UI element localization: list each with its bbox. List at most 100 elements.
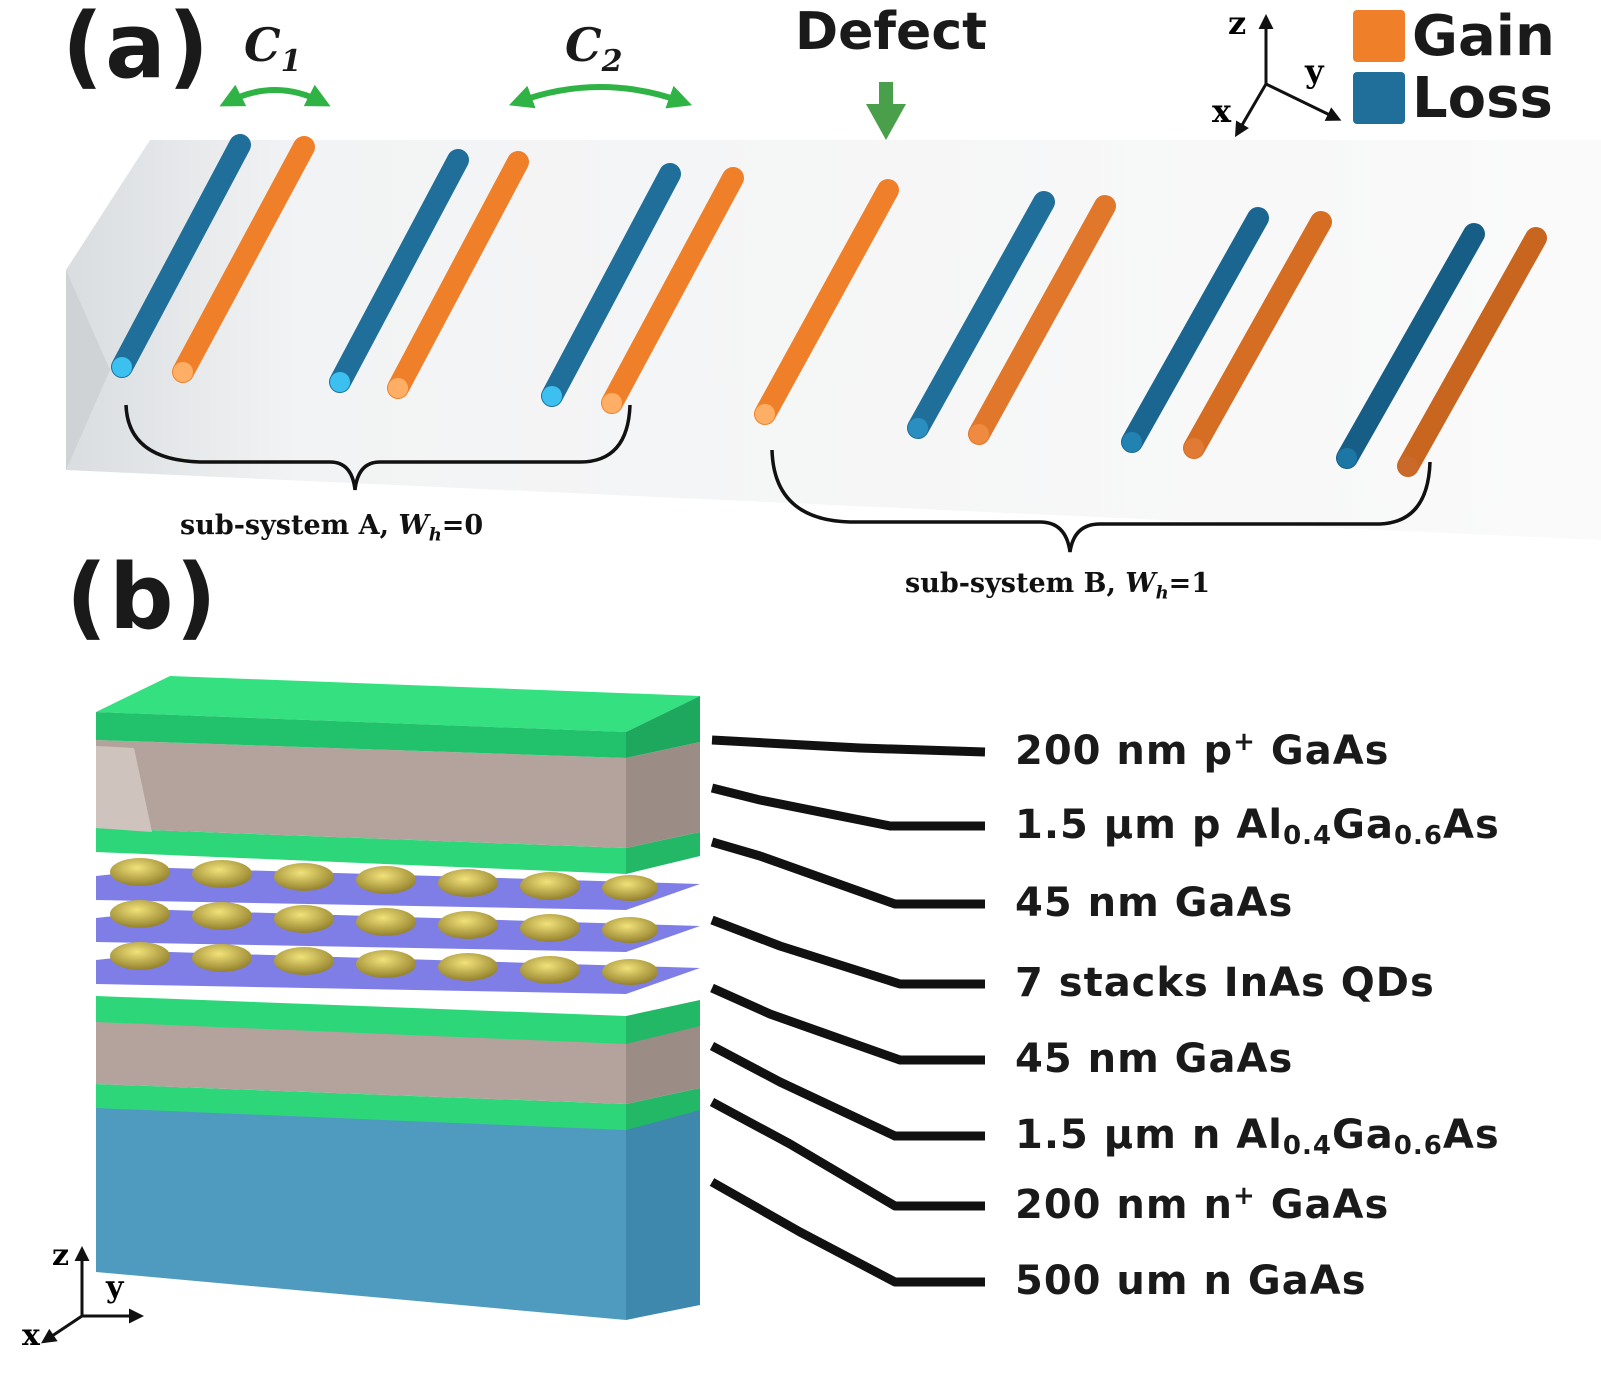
layer-label-sub: 0.6 — [1393, 821, 1444, 851]
layer-label-gaas-upper: 45 nm GaAs — [1015, 880, 1293, 926]
quantum-dot — [438, 869, 498, 897]
quantum-dots — [110, 858, 658, 985]
quantum-dot — [110, 858, 170, 886]
layer-label-text: 45 nm GaAs — [1015, 1036, 1294, 1082]
subsystem-a-value: =0 — [441, 510, 484, 541]
quantum-dot — [520, 872, 580, 900]
subsystem-a-prefix: sub-system A, — [180, 510, 399, 541]
coupling-c2-label: C2 — [565, 18, 623, 79]
subsystem-b-sub: h — [1155, 582, 1169, 604]
coupling-c2-symbol: C — [565, 18, 602, 72]
rod-cap — [542, 386, 562, 406]
axis-triad-b — [41, 1246, 144, 1344]
quantum-dot — [356, 866, 416, 894]
subsystem-a-sub: h — [428, 524, 442, 546]
panel-a-label: (a) — [62, 0, 211, 99]
rod-loss — [907, 191, 1055, 439]
rod-gain — [1397, 227, 1547, 477]
layer-label-text: 1.5 µm p Al — [1015, 802, 1284, 848]
quantum-dot — [192, 860, 252, 888]
rod-cap — [1398, 456, 1418, 476]
axis-a-x-label: x — [1212, 92, 1232, 130]
subsystem-a-var: W — [398, 510, 429, 541]
layer-label-text: 7 stacks InAs QDs — [1015, 960, 1435, 1006]
layer-label-text: 200 nm n — [1015, 1182, 1233, 1228]
layer-p-plus-gaas-top — [96, 676, 700, 732]
quantum-dot — [602, 959, 658, 985]
leader-line — [710, 915, 985, 989]
leader-line — [710, 837, 985, 909]
quantum-dot — [438, 953, 498, 981]
subsystem-b-prefix: sub-system B, — [905, 568, 1126, 599]
leader-line — [709, 1178, 985, 1287]
rod-cap — [908, 418, 928, 438]
layer-label-text: 45 nm GaAs — [1015, 880, 1294, 926]
subsystem-a-label: sub-system A, Wh=0 — [180, 510, 483, 545]
layer-gaas-upper — [96, 828, 626, 874]
rods-subsystem-b — [907, 191, 1547, 477]
quantum-dot — [602, 875, 658, 901]
layer-p-algaas — [96, 740, 626, 848]
coupling-c2-arrow — [508, 84, 693, 109]
layer-label-text: 200 nm p — [1015, 728, 1234, 774]
layer-label-text: As — [1443, 802, 1500, 848]
leader-lines — [709, 735, 986, 1287]
rod-cap — [755, 404, 775, 424]
layer-p-plus-gaas-side — [626, 696, 700, 758]
substrate-front — [96, 1108, 626, 1320]
rod-cap — [330, 372, 350, 392]
subsystem-a-brace — [124, 404, 632, 491]
subsystem-b-brace — [770, 449, 1432, 553]
rod-cap — [112, 357, 132, 377]
leader-line — [710, 783, 985, 831]
layer-label-p-plus-gaas: 200 nm p+ GaAs — [1015, 728, 1389, 774]
layer-label-text: As — [1442, 1112, 1500, 1158]
coupling-c1-arrow — [219, 84, 331, 107]
panel-a-background — [66, 140, 1601, 540]
layer-label-gaas-lower: 45 nm GaAs — [1015, 1036, 1293, 1082]
layer-p-algaas-face-shade — [96, 746, 152, 832]
layer-gaas-lower-side — [626, 1000, 700, 1044]
legend-gain-label: Gain — [1412, 4, 1555, 69]
rod-cap — [969, 424, 989, 444]
layer-label-sup: + — [1233, 727, 1256, 757]
layer-label-text: 1.5 µm n Al — [1015, 1112, 1283, 1158]
rod-loss — [329, 149, 469, 393]
rod-defect-gain — [754, 179, 899, 425]
leader-line — [710, 983, 985, 1065]
rods-subsystem-a — [111, 134, 744, 414]
rod-gain — [968, 195, 1116, 445]
rod-loss — [1121, 207, 1269, 453]
rod-cap — [1122, 432, 1142, 452]
quantum-dot — [602, 917, 658, 943]
panel-b-label: (b) — [66, 545, 219, 650]
legend-loss-swatch — [1353, 72, 1405, 124]
layer-label-n-algaas: 1.5 µm n Al0.4Ga0.6As — [1015, 1112, 1500, 1161]
layer-label-text: Ga — [1332, 802, 1394, 848]
layer-label-n-plus-gaas: 200 nm n+ GaAs — [1015, 1182, 1389, 1228]
subsystem-b-var: W — [1125, 568, 1156, 599]
leader-line — [711, 735, 986, 757]
panel-a-left-wedge — [66, 270, 110, 470]
layer-label-text: GaAs — [1255, 728, 1390, 774]
quantum-dot — [356, 908, 416, 936]
layer-label-p-algaas: 1.5 µm p Al0.4Ga0.6As — [1015, 802, 1500, 851]
layer-gaas-lower — [96, 996, 626, 1044]
rod-cap — [602, 393, 622, 413]
layer-p-plus-gaas-front — [96, 712, 626, 758]
layer-n-plus-gaas — [96, 1084, 626, 1130]
coupling-c1-symbol: C — [244, 18, 281, 72]
rod-gain — [1183, 211, 1332, 459]
rod-loss — [111, 134, 251, 378]
layer-label-text: Ga — [1331, 1112, 1394, 1158]
quantum-dot — [110, 900, 170, 928]
legend-gain-swatch — [1353, 10, 1405, 62]
quantum-dot — [274, 863, 334, 891]
axis-triad-a — [1234, 14, 1342, 138]
subsystem-b-label: sub-system B, Wh=1 — [905, 568, 1210, 603]
quantum-dot — [274, 905, 334, 933]
defect-label: Defect — [795, 2, 988, 62]
coupling-c1-label: C1 — [244, 18, 302, 79]
axis-a-z-label: z — [1228, 4, 1247, 42]
